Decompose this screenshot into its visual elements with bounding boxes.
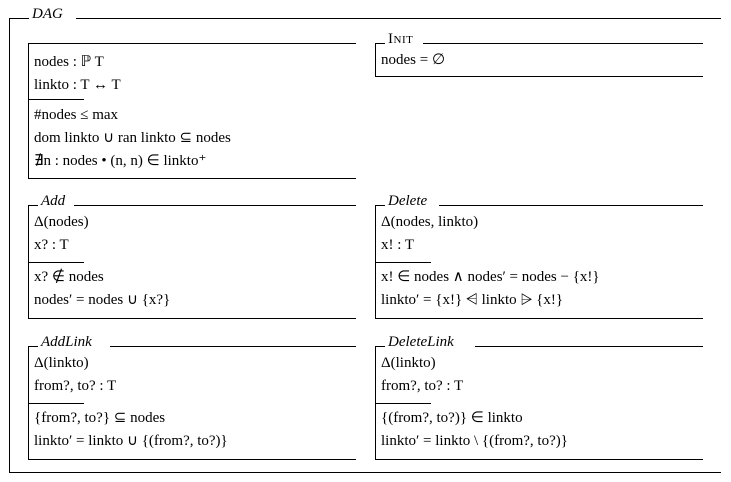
deletelink-topline: [475, 346, 703, 347]
deletelink-decl-1: Δ(linkto): [381, 355, 436, 371]
delete-pred-1: x! ∈ nodes ∧ nodes′ = nodes − {x!}: [381, 269, 600, 285]
addlink-pred-1: {from?, to?} ⊆ nodes: [34, 410, 166, 426]
state-pred-2: dom linkto ∪ ran linkto ⊆ nodes: [34, 130, 231, 146]
deletelink-decl-2: from?, to? : T: [381, 378, 464, 394]
add-decl-2: x? : T: [34, 237, 69, 253]
deletelink-tick: [375, 346, 385, 347]
state-schema: nodes : ℙ T linkto : T ↔ T #nodes ≤ max …: [28, 43, 356, 179]
addlink-tick: [28, 346, 38, 347]
deletelink-pred-1: {(from?, to?)} ∈ linkto: [381, 410, 523, 426]
state-decl-1: nodes : ℙ T: [34, 54, 104, 70]
add-divider: [28, 262, 84, 263]
init-topline: [423, 43, 703, 44]
init-schema-box: [375, 43, 703, 77]
state-decl-2: linkto : T ↔ T: [34, 77, 121, 93]
add-pred-2: nodes′ = nodes ∪ {x?}: [34, 292, 171, 308]
dag-frame-top-left: [9, 18, 29, 19]
init-tick: [375, 43, 385, 44]
addlink-title: AddLink: [41, 334, 92, 351]
deletelink-title: DeleteLink: [388, 334, 454, 351]
delete-schema: Delete Δ(nodes, linkto) x! : T x! ∈ node…: [375, 193, 703, 319]
delete-pred-2: linkto′ = {x!} ⩤ linkto ⩥ {x!}: [381, 292, 564, 308]
add-topline: [74, 205, 356, 206]
delete-decl-1: Δ(nodes, linkto): [381, 214, 479, 230]
add-schema: Add Δ(nodes) x? : T x? ∉ nodes nodes′ = …: [28, 193, 356, 319]
init-pred-1: nodes = ∅: [381, 52, 446, 68]
delete-title: Delete: [388, 193, 428, 210]
delete-decl-2: x! : T: [381, 237, 415, 253]
init-title: Init: [388, 31, 414, 48]
dag-frame: [9, 18, 721, 473]
dag-frame-top-right: [76, 18, 721, 19]
delete-topline: [439, 205, 703, 206]
addlink-divider: [28, 403, 84, 404]
state-divider: [28, 99, 84, 100]
add-pred-1: x? ∉ nodes: [34, 269, 104, 285]
addlink-pred-2: linkto′ = linkto ∪ {(from?, to?)}: [34, 433, 228, 449]
addlink-topline: [110, 346, 356, 347]
add-decl-1: Δ(nodes): [34, 214, 89, 230]
state-pred-1: #nodes ≤ max: [34, 107, 119, 123]
addlink-decl-2: from?, to? : T: [34, 378, 117, 394]
deletelink-pred-2: linkto′ = linkto \ {(from?, to?)}: [381, 433, 568, 449]
addlink-decl-1: Δ(linkto): [34, 355, 89, 371]
deletelink-schema: DeleteLink Δ(linkto) from?, to? : T {(fr…: [375, 334, 703, 460]
delete-tick: [375, 205, 385, 206]
init-schema: Init nodes = ∅: [375, 31, 703, 77]
addlink-schema: AddLink Δ(linkto) from?, to? : T {from?,…: [28, 334, 356, 460]
state-schema-box: [28, 43, 356, 179]
dag-frame-title: DAG: [32, 6, 63, 22]
state-schema-topline: [28, 43, 356, 44]
add-title: Add: [41, 193, 66, 210]
state-pred-3: ∄n : nodes • (n, n) ∈ linkto⁺: [34, 153, 207, 169]
deletelink-divider: [375, 403, 431, 404]
delete-divider: [375, 262, 431, 263]
add-tick: [28, 205, 38, 206]
